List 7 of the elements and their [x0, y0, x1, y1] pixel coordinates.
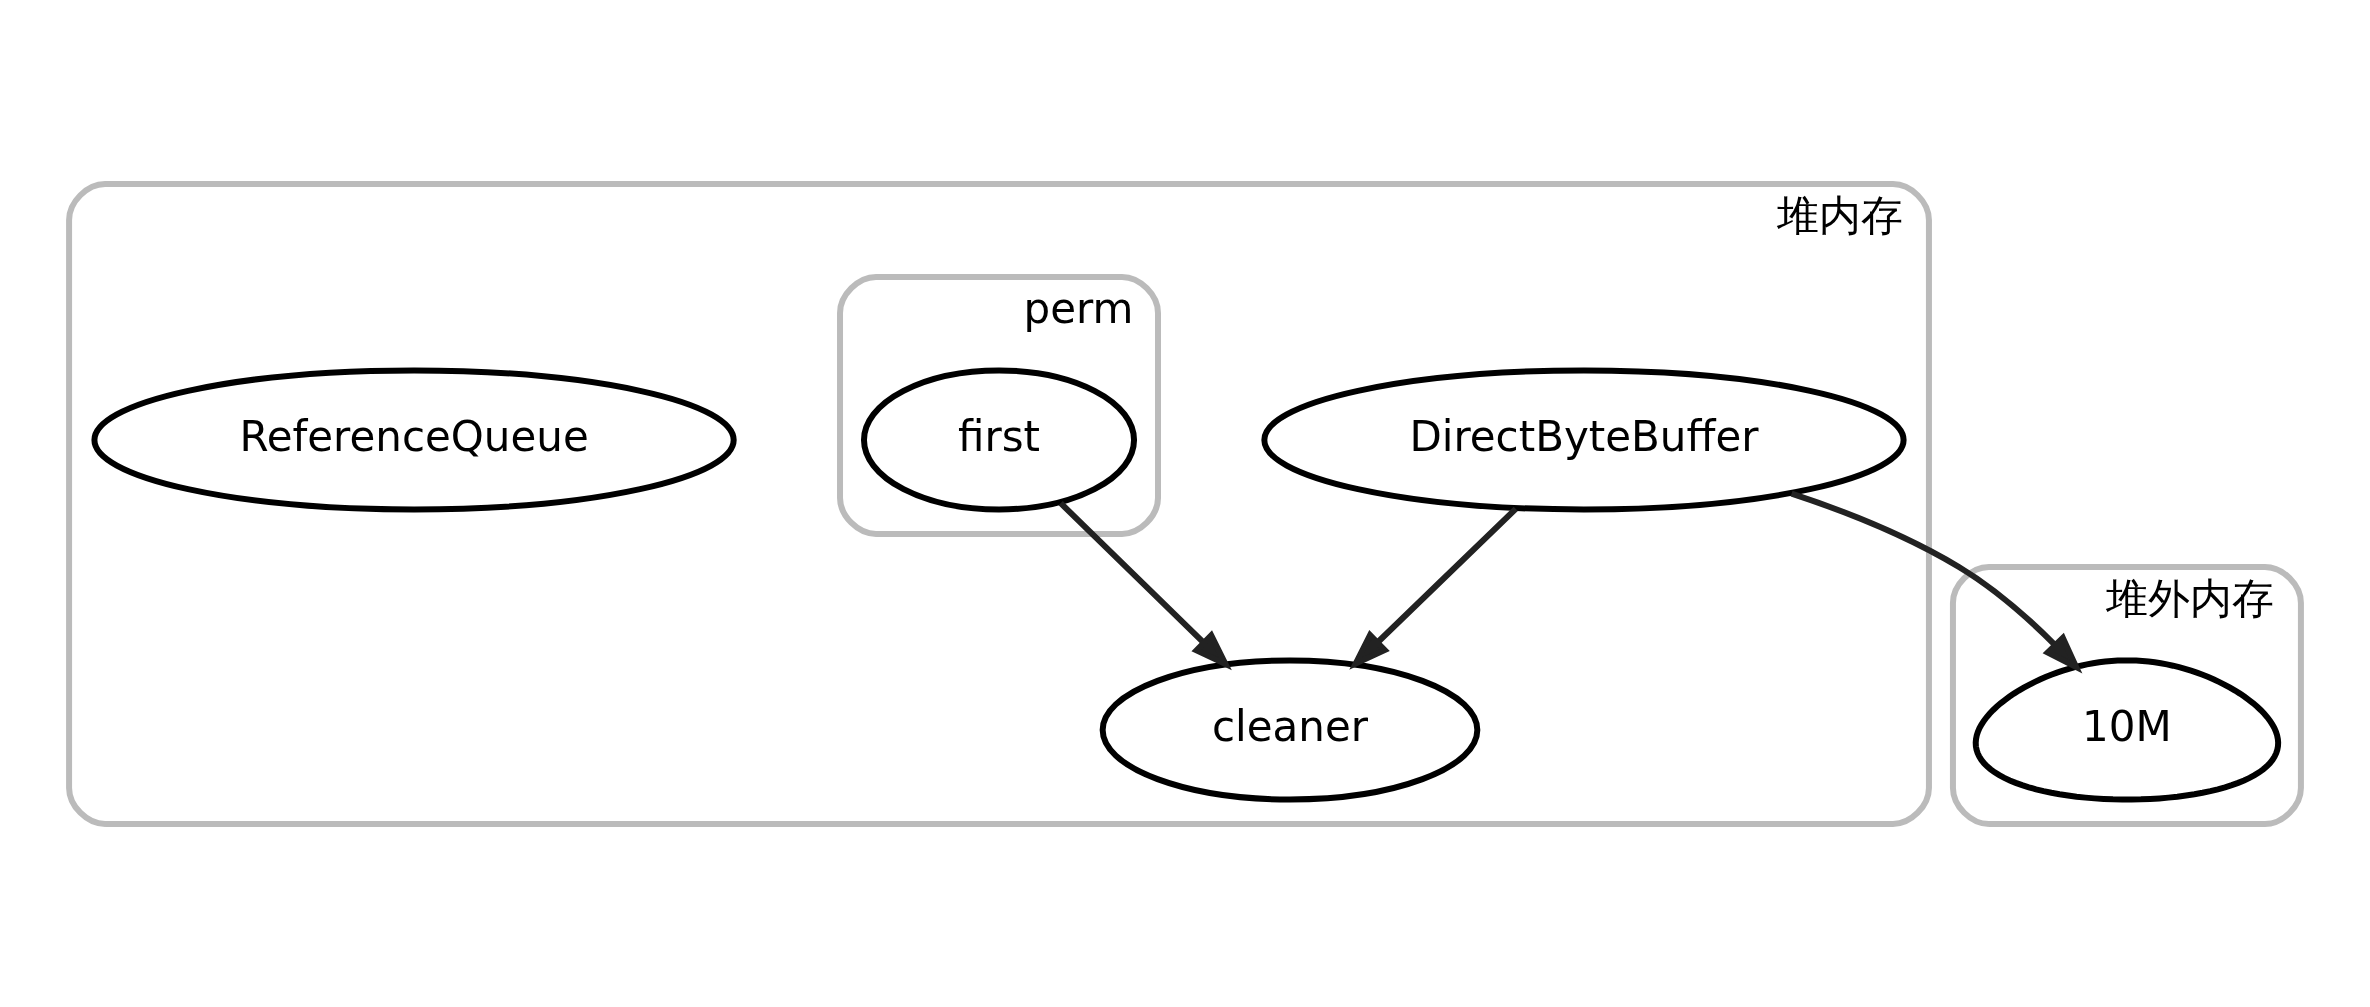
arrow	[1058, 500, 1232, 670]
node-ellipse: first	[861, 366, 1138, 512]
node-ellipse: DirectByteBuffer	[1261, 366, 1907, 512]
node-ellipse: ReferenceQueue	[91, 366, 737, 512]
arrow	[1790, 490, 2083, 673]
arrow	[1349, 506, 1518, 670]
node-ellipse: cleaner	[1099, 657, 1481, 802]
